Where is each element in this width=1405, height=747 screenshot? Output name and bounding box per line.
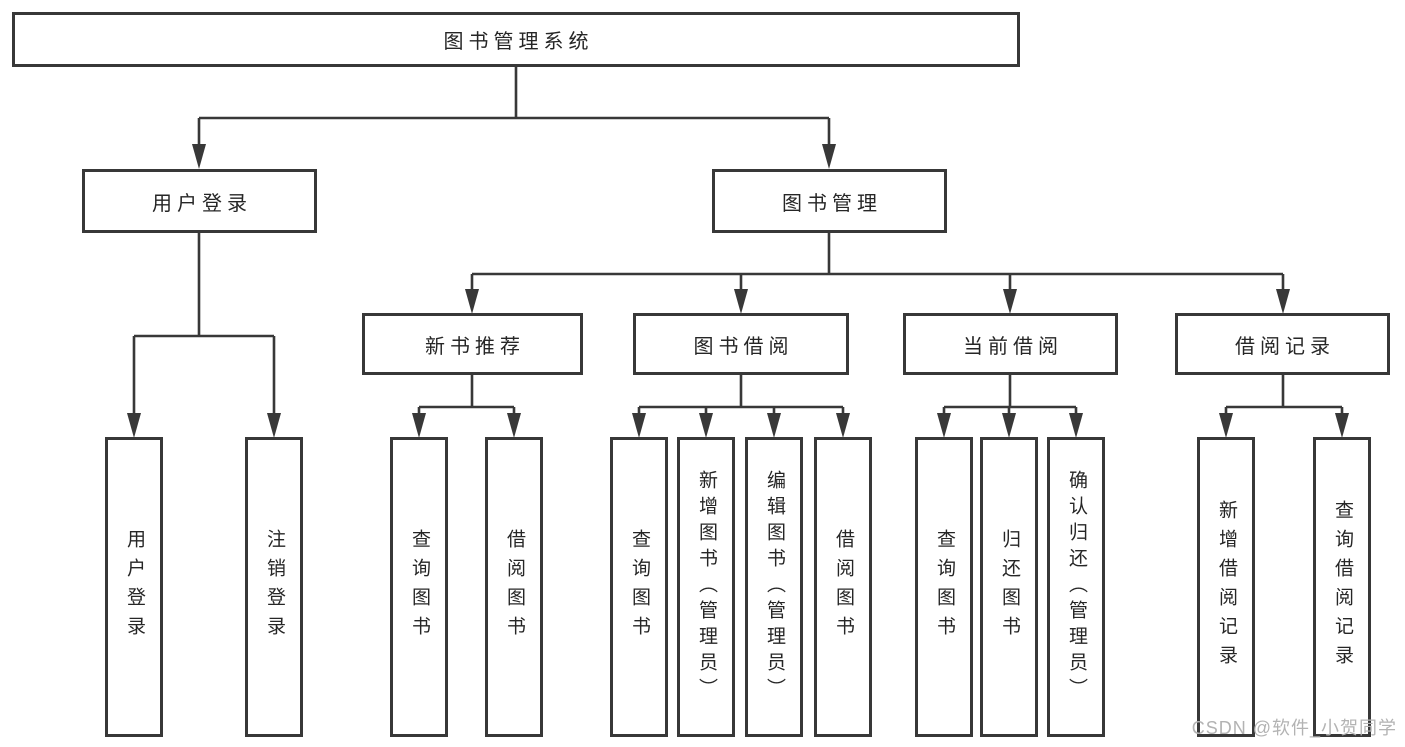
arrowhead xyxy=(734,289,748,314)
leaf-return-books: 归还图书 xyxy=(980,437,1038,737)
arrowhead xyxy=(1276,289,1290,314)
leaf-borrow-books: 借阅图书 xyxy=(814,437,872,737)
arrowhead xyxy=(412,413,426,438)
leaf-user-login: 用户登录 xyxy=(105,437,163,737)
node-book-borrowing: 图书借阅 xyxy=(633,313,849,375)
watermark: CSDN @软件_小贺同学 xyxy=(1191,718,1397,738)
arrowhead xyxy=(1335,413,1349,438)
leaf-query-borrow-record: 查询借阅记录 xyxy=(1313,437,1371,737)
leaf-query-books-current: 查询图书 xyxy=(915,437,973,737)
node-current-borrowing: 当前借阅 xyxy=(903,313,1118,375)
arrowhead xyxy=(507,413,521,438)
leaf-query-books-recommend: 查询图书 xyxy=(390,437,448,737)
arrowhead xyxy=(1002,413,1016,438)
arrowhead xyxy=(465,289,479,314)
arrowhead xyxy=(1219,413,1233,438)
leaf-query-books-borrow: 查询图书 xyxy=(610,437,668,737)
arrowhead xyxy=(767,413,781,438)
arrowhead xyxy=(632,413,646,438)
arrowhead xyxy=(822,144,836,169)
arrowhead xyxy=(1003,289,1017,314)
arrowhead xyxy=(937,413,951,438)
leaf-borrow-books-recommend: 借阅图书 xyxy=(485,437,543,737)
arrowhead xyxy=(127,413,141,438)
node-borrowing-records: 借阅记录 xyxy=(1175,313,1390,375)
leaf-add-books-admin: 新增图书（管理员） xyxy=(677,437,735,737)
leaf-edit-books-admin: 编辑图书（管理员） xyxy=(745,437,803,737)
node-user-login: 用户登录 xyxy=(82,169,317,233)
arrowhead xyxy=(267,413,281,438)
arrowhead xyxy=(699,413,713,438)
node-book-management: 图书管理 xyxy=(712,169,947,233)
arrowhead xyxy=(192,144,206,169)
node-new-book-recommendation: 新书推荐 xyxy=(362,313,583,375)
node-root-library-management-system: 图书管理系统 xyxy=(12,12,1020,67)
leaf-add-borrow-record: 新增借阅记录 xyxy=(1197,437,1255,737)
arrowhead xyxy=(1069,413,1083,438)
arrowhead xyxy=(836,413,850,438)
leaf-logout-login: 注销登录 xyxy=(245,437,303,737)
leaf-confirm-return-admin: 确认归还（管理员） xyxy=(1047,437,1105,737)
arrowheads xyxy=(127,144,1349,438)
